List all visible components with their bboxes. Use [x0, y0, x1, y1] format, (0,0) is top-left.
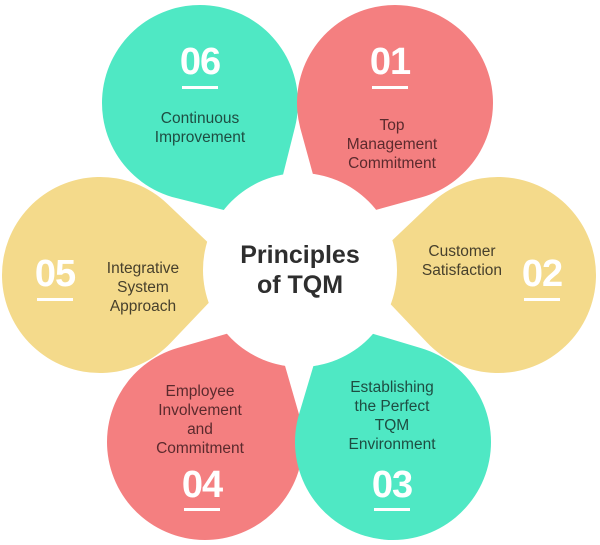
label-line: Environment	[348, 436, 436, 453]
label-line: TQM	[374, 417, 410, 434]
petal-04-number: 04	[181, 464, 223, 506]
petal-03-label: Establishing the Perfect TQM Environment	[322, 378, 462, 454]
title-line: Principles	[240, 241, 360, 269]
label-line: Continuous	[160, 110, 240, 127]
petal-04-underline	[184, 508, 220, 511]
label-line: Top	[379, 117, 405, 134]
petal-04-label: Employee Involvement and Commitment	[130, 382, 270, 458]
label-line: Approach	[109, 298, 177, 315]
label-line: Management	[346, 136, 438, 153]
petal-06-label: Continuous Improvement	[130, 109, 270, 147]
label-line: Establishing	[350, 379, 434, 396]
petal-06	[101, 5, 298, 222]
petal-01	[297, 4, 493, 224]
petal-03	[294, 320, 491, 540]
petal-05	[1, 177, 239, 373]
title-line: of TQM	[256, 271, 344, 299]
petal-06-underline	[182, 86, 218, 89]
label-line: Customer	[428, 243, 496, 260]
label-line: Commitment	[348, 155, 436, 172]
petal-02	[359, 176, 596, 373]
label-line: Employee	[165, 383, 235, 400]
petal-03-number: 03	[371, 464, 413, 506]
center-circle	[203, 173, 397, 367]
label-line: Improvement	[154, 129, 246, 146]
center-title: Principles of TQM	[200, 240, 400, 300]
petal-01-label: Top Management Commitment	[322, 116, 462, 173]
label-line: the Perfect	[354, 398, 430, 415]
petal-02-number: 02	[521, 253, 563, 295]
petal-03-underline	[374, 508, 410, 511]
petal-02-underline	[524, 298, 560, 301]
petal-05-underline	[37, 298, 73, 301]
petal-01-number: 01	[369, 41, 411, 83]
petal-06-number: 06	[179, 41, 221, 83]
petal-04	[106, 320, 303, 540]
petal-05-number: 05	[34, 253, 76, 295]
label-line: Satisfaction	[421, 262, 503, 279]
label-line: and	[187, 421, 213, 438]
label-line: System	[117, 279, 169, 296]
petal-01-underline	[372, 86, 408, 89]
petal-02-label: Customer Satisfaction	[392, 242, 532, 280]
petal-05-label: Integrative System Approach	[73, 259, 213, 316]
label-line: Integrative	[106, 260, 180, 277]
label-line: Commitment	[156, 440, 244, 457]
label-line: Involvement	[158, 402, 242, 419]
